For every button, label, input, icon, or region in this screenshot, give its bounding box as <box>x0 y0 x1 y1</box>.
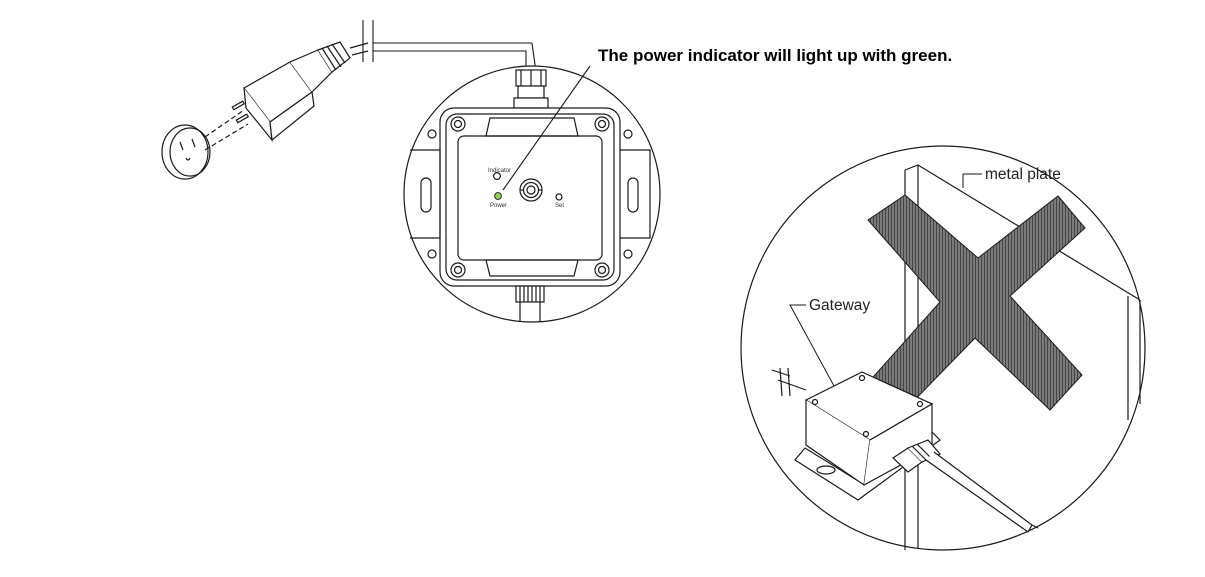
indicator-label: Indicator <box>488 168 511 174</box>
wall-outlet-icon <box>161 124 211 180</box>
gateway-label: Gateway <box>809 297 870 314</box>
power-indicator-caption: The power indicator will light up with g… <box>598 46 952 65</box>
metal-plate-leader <box>962 173 982 188</box>
caption-leader <box>502 65 591 191</box>
set-label: Set <box>555 203 564 209</box>
power-label: Power <box>490 203 507 209</box>
cable-line <box>362 20 537 73</box>
metal-plate-label: metal plate <box>985 166 1061 183</box>
power-led <box>494 192 502 200</box>
power-adapter-icon <box>204 41 369 151</box>
gateway-leader <box>789 304 835 387</box>
device-detail-circle <box>403 65 661 323</box>
gateway-device <box>771 367 1039 533</box>
